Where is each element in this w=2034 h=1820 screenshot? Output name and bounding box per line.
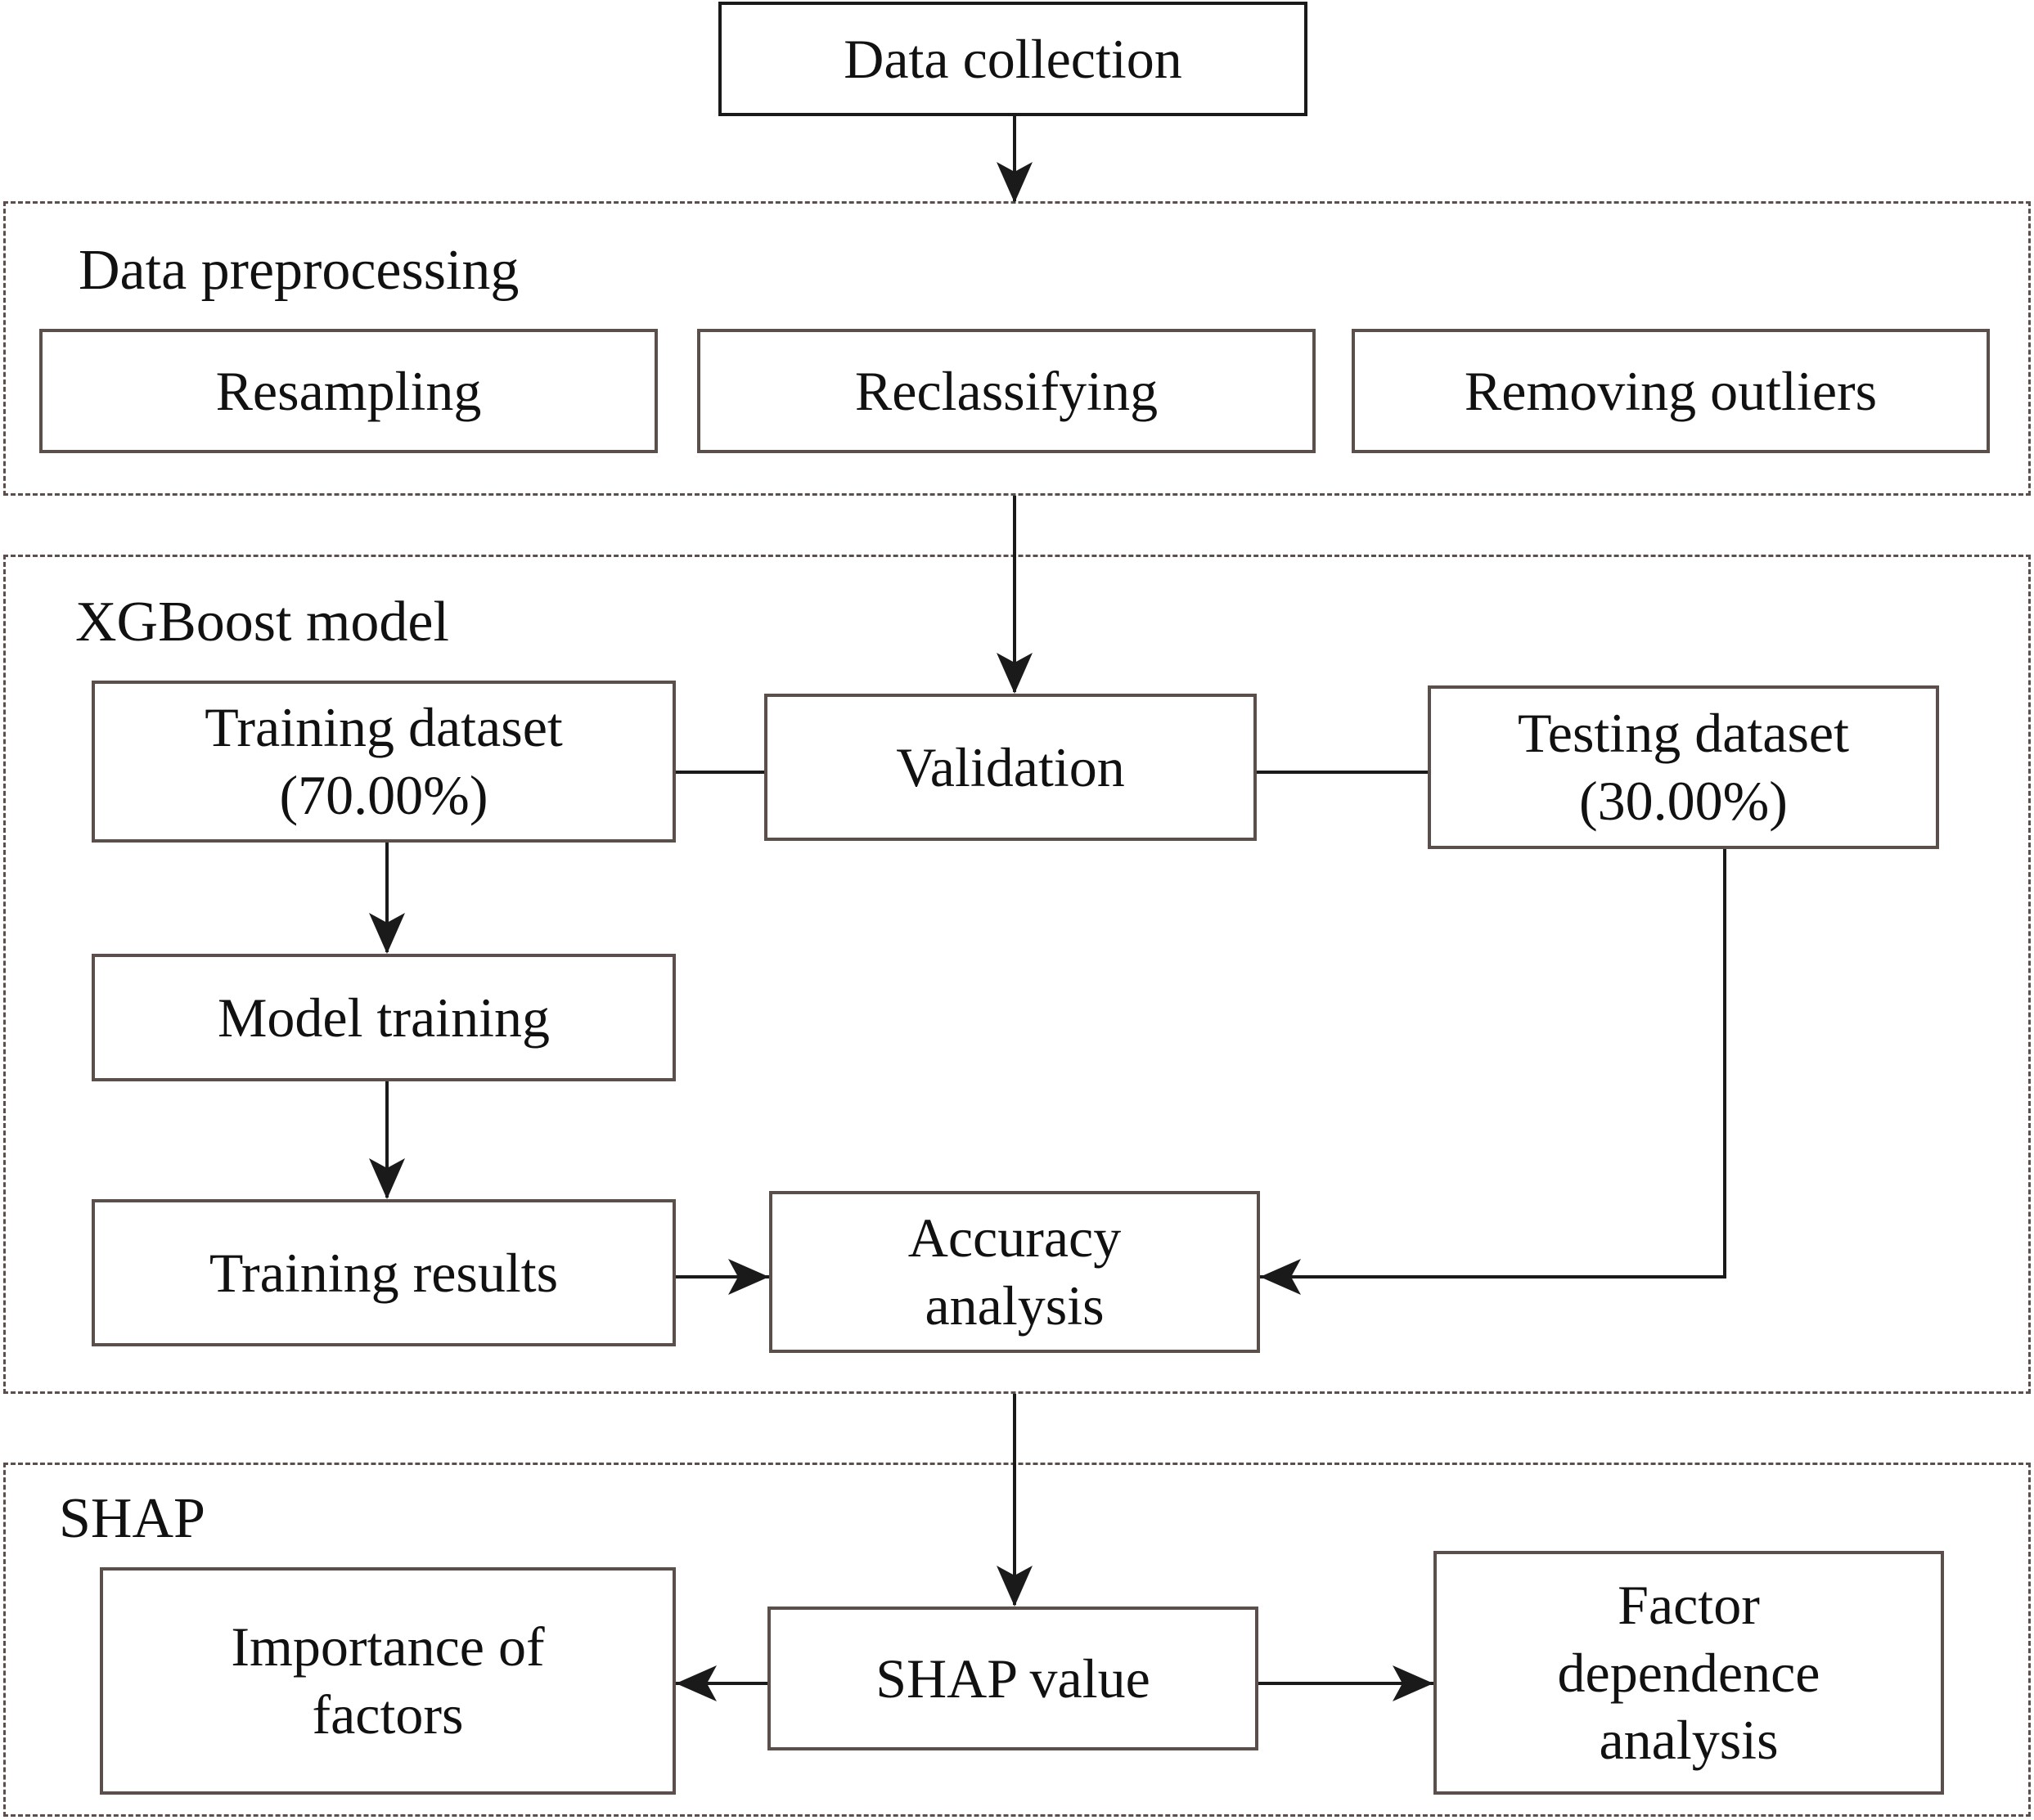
arrowhead-collection (997, 162, 1033, 203)
group-title-data-preprocessing: Data preprocessing (79, 239, 520, 302)
arrowhead-validation (997, 653, 1033, 694)
arrowhead-model-training (369, 913, 405, 954)
node-removing-outliers-label: Removing outliers (1464, 359, 1878, 422)
node-testing-dataset-label: Testing dataset (30.00%) (1517, 702, 1849, 832)
group-title-shap: SHAP (59, 1487, 205, 1550)
group-title-xgboost-model: XGBoost model (75, 591, 449, 654)
node-model-training-label: Model training (217, 986, 551, 1049)
group-shap (3, 1463, 2031, 1817)
node-factor-dependence-analysis-label: Factor dependence analysis (1557, 1573, 1820, 1772)
node-reclassifying-label: Reclassifying (854, 359, 1159, 422)
arrowhead-dependence (1393, 1665, 1433, 1701)
node-accuracy-analysis-label: Accuracy analysis (907, 1207, 1122, 1337)
node-reclassifying: Reclassifying (697, 329, 1316, 453)
node-testing-dataset: Testing dataset (30.00%) (1428, 685, 1939, 849)
node-importance-of-factors: Importance of factors (100, 1567, 676, 1795)
node-removing-outliers: Removing outliers (1352, 329, 1990, 453)
node-model-training: Model training (92, 954, 676, 1081)
node-resampling-label: Resampling (215, 359, 482, 422)
group-xgboost-model (3, 555, 2031, 1394)
node-validation-label: Validation (896, 735, 1125, 798)
arrowhead-shap-value (997, 1566, 1033, 1607)
node-data-collection-label: Data collection (844, 27, 1182, 90)
node-training-results: Training results (92, 1199, 676, 1346)
node-shap-value: SHAP value (767, 1607, 1258, 1750)
node-training-dataset-label: Training dataset (70.00%) (205, 696, 563, 826)
node-importance-of-factors-label: Importance of factors (231, 1616, 545, 1746)
node-accuracy-analysis: Accuracy analysis (769, 1191, 1260, 1353)
arrowhead-training-results (369, 1158, 405, 1199)
node-data-collection: Data collection (718, 2, 1307, 116)
arrowhead-accuracy-right (1260, 1259, 1301, 1295)
node-training-results-label: Training results (209, 1241, 559, 1304)
node-validation: Validation (764, 694, 1257, 841)
node-shap-value-label: SHAP value (875, 1647, 1150, 1710)
arrow-testing-to-accuracy (1260, 849, 1726, 1278)
node-training-dataset: Training dataset (70.00%) (92, 681, 676, 843)
group-data-preprocessing (3, 201, 2031, 496)
arrowhead-importance (676, 1665, 717, 1701)
node-resampling: Resampling (39, 329, 658, 453)
node-factor-dependence-analysis: Factor dependence analysis (1433, 1551, 1944, 1795)
arrowhead-accuracy-left (728, 1259, 769, 1295)
